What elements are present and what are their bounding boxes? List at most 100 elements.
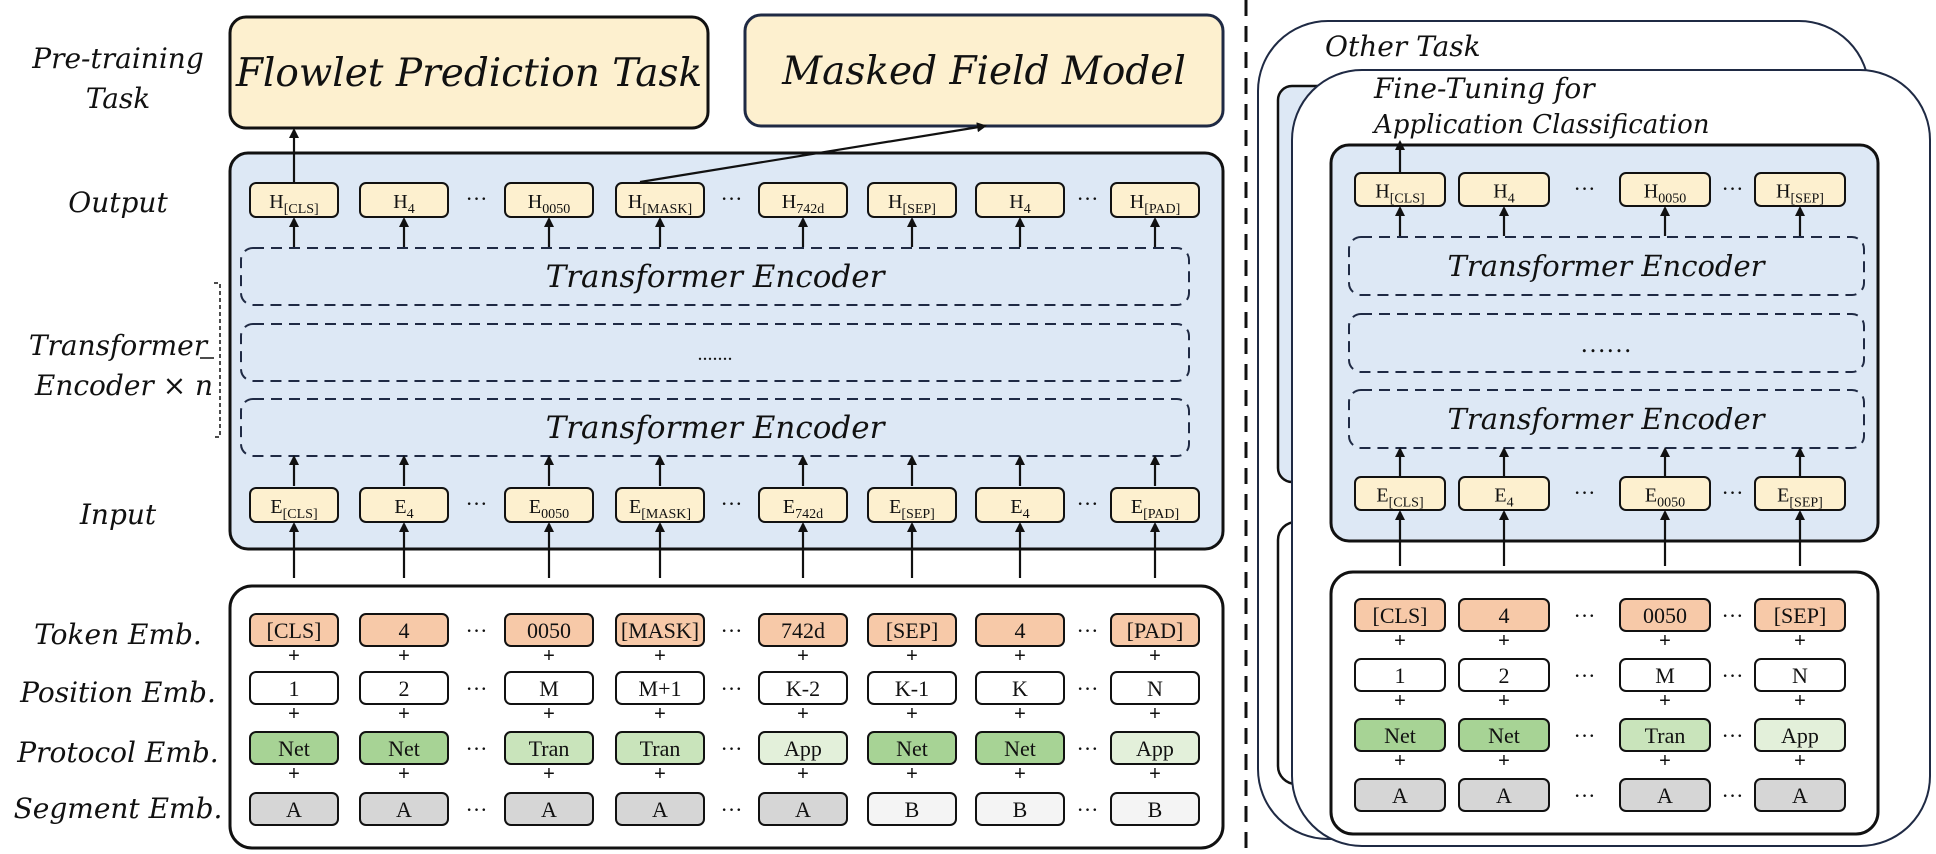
left-token-plus-3: + bbox=[654, 645, 666, 667]
right-output-dots-1: ··· bbox=[1722, 176, 1744, 201]
left-protocol-6-box bbox=[975, 731, 1065, 765]
left-input-7-base: E bbox=[1131, 496, 1143, 518]
left-protocol-plus-6: + bbox=[1014, 763, 1026, 785]
left-segment-1-box bbox=[359, 792, 449, 826]
right-protocol-dots-1: ··· bbox=[1722, 723, 1744, 748]
left-segment-3-box bbox=[615, 792, 705, 826]
token-emb-label: Token Emb. bbox=[34, 618, 202, 651]
left-token-0-label: [CLS] bbox=[267, 618, 322, 643]
left-output-dots-1: ··· bbox=[721, 186, 743, 211]
left-encoder-bottom bbox=[240, 398, 1190, 457]
left-segment-5-label: B bbox=[905, 797, 920, 822]
left-output-2-subscript: 0050 bbox=[542, 202, 570, 217]
left-token-6-box bbox=[975, 613, 1065, 647]
left-token-4-label: 742d bbox=[781, 618, 825, 643]
left-input-6-base: E bbox=[1010, 496, 1022, 518]
right-position-2-box bbox=[1619, 658, 1711, 692]
left-output-4-label: H742d bbox=[782, 191, 824, 217]
left-input-0-label: E[CLS] bbox=[270, 496, 317, 522]
output-label: Output bbox=[68, 186, 168, 219]
left-token-3-label: [MASK] bbox=[621, 618, 699, 643]
left-protocol-plus-7: + bbox=[1149, 763, 1161, 785]
right-embedding-panel bbox=[1329, 570, 1880, 836]
encoder-label-line1: Transformer bbox=[29, 329, 209, 362]
left-protocol-5-box bbox=[867, 731, 957, 765]
left-protocol-5-label: Net bbox=[896, 736, 928, 761]
left-input-4-subscript: 742d bbox=[795, 507, 823, 522]
right-token-plus-1: + bbox=[1498, 630, 1510, 652]
right-input-1-label: E4 bbox=[1494, 485, 1513, 511]
right-position-plus-2: + bbox=[1659, 690, 1671, 712]
right-embedding-layer: [CLS]+4+0050+[SEP]+······1+2+M+N+······N… bbox=[1354, 598, 1846, 812]
left-output-0-subscript: [CLS] bbox=[284, 202, 319, 217]
left-token-4-box bbox=[758, 613, 848, 647]
right-position-plus-1: + bbox=[1498, 690, 1510, 712]
right-protocol-3-label: App bbox=[1781, 723, 1819, 748]
left-token-plus-1: + bbox=[398, 645, 410, 667]
left-protocol-plus-0: + bbox=[288, 763, 300, 785]
left-position-6-box bbox=[975, 671, 1065, 705]
left-segment-dots-0: ··· bbox=[466, 797, 488, 822]
right-output-2-subscript: 0050 bbox=[1658, 192, 1686, 207]
left-position-dots-1: ··· bbox=[721, 676, 743, 701]
left-encoder-bottom-title: Transformer Encoder bbox=[546, 410, 887, 446]
right-output-dots-0: ··· bbox=[1574, 176, 1596, 201]
left-input-dots-0: ··· bbox=[466, 491, 488, 516]
right-input-1-base: E bbox=[1494, 485, 1506, 507]
left-position-dots-0: ··· bbox=[466, 676, 488, 701]
right-protocol-dots-0: ··· bbox=[1574, 723, 1596, 748]
left-protocol-plus-2: + bbox=[543, 763, 555, 785]
left-token-plus-4: + bbox=[797, 645, 809, 667]
left-output-2-base: H bbox=[528, 191, 542, 213]
right-token-1-label: 4 bbox=[1499, 603, 1510, 628]
left-segment-2-box bbox=[504, 792, 594, 826]
right-input-3-base: E bbox=[1777, 485, 1789, 507]
left-token-5-box bbox=[867, 613, 957, 647]
left-segment-5-box bbox=[867, 792, 957, 826]
right-position-3-label: N bbox=[1792, 663, 1808, 688]
right-token-3-label: [SEP] bbox=[1774, 603, 1827, 628]
flowlet-task-title: Flowlet Prediction Task bbox=[235, 51, 702, 96]
right-token-dots-0: ··· bbox=[1574, 603, 1596, 628]
other-task-title: Other Task bbox=[1325, 30, 1481, 63]
left-output-0-label: H[CLS] bbox=[269, 191, 318, 217]
right-output-3-base: H bbox=[1776, 181, 1790, 203]
left-token-plus-5: + bbox=[906, 645, 918, 667]
right-input-3-label: E[SEP] bbox=[1777, 485, 1823, 511]
left-position-3-box bbox=[615, 671, 705, 705]
left-position-dots-2: ··· bbox=[1077, 676, 1099, 701]
left-output-1-base: H bbox=[393, 191, 407, 213]
right-encoder-panel bbox=[1329, 143, 1880, 543]
right-protocol-1-box bbox=[1458, 718, 1550, 752]
left-output-5-label: H[SEP] bbox=[888, 191, 936, 217]
left-segment-3-label: A bbox=[652, 797, 668, 822]
left-position-7-box bbox=[1110, 671, 1200, 705]
left-output-6-base: H bbox=[1009, 191, 1023, 213]
right-position-0-label: 1 bbox=[1395, 663, 1406, 688]
left-token-dots-0: ··· bbox=[466, 618, 488, 643]
left-token-2-label: 0050 bbox=[527, 618, 571, 643]
pretraining-label-line1: Pre-training bbox=[31, 42, 204, 75]
left-token-plus-2: + bbox=[543, 645, 555, 667]
left-output-6-label: H4 bbox=[1009, 191, 1030, 217]
left-encoder-panel bbox=[228, 151, 1225, 551]
left-position-plus-0: + bbox=[288, 703, 300, 725]
left-token-dots-2: ··· bbox=[1077, 618, 1099, 643]
left-output-4-base: H bbox=[782, 191, 796, 213]
left-token-1-box bbox=[359, 613, 449, 647]
left-position-1-box bbox=[359, 671, 449, 705]
encoder-bracket bbox=[214, 282, 221, 438]
right-segment-0-label: A bbox=[1392, 783, 1408, 808]
left-output-7-base: H bbox=[1130, 191, 1144, 213]
right-output-1-subscript: 4 bbox=[1508, 192, 1515, 207]
left-protocol-3-box bbox=[615, 731, 705, 765]
left-encoder-top-title: Transformer Encoder bbox=[546, 259, 887, 295]
right-input-1-subscript: 4 bbox=[1507, 496, 1514, 511]
left-input-5-subscript: [SEP] bbox=[901, 507, 934, 522]
left-protocol-plus-4: + bbox=[797, 763, 809, 785]
right-protocol-plus-1: + bbox=[1498, 750, 1510, 772]
left-protocol-plus-5: + bbox=[906, 763, 918, 785]
masked-field-title: Masked Field Model bbox=[781, 49, 1186, 94]
left-output-3-label: H[MASK] bbox=[628, 191, 692, 217]
